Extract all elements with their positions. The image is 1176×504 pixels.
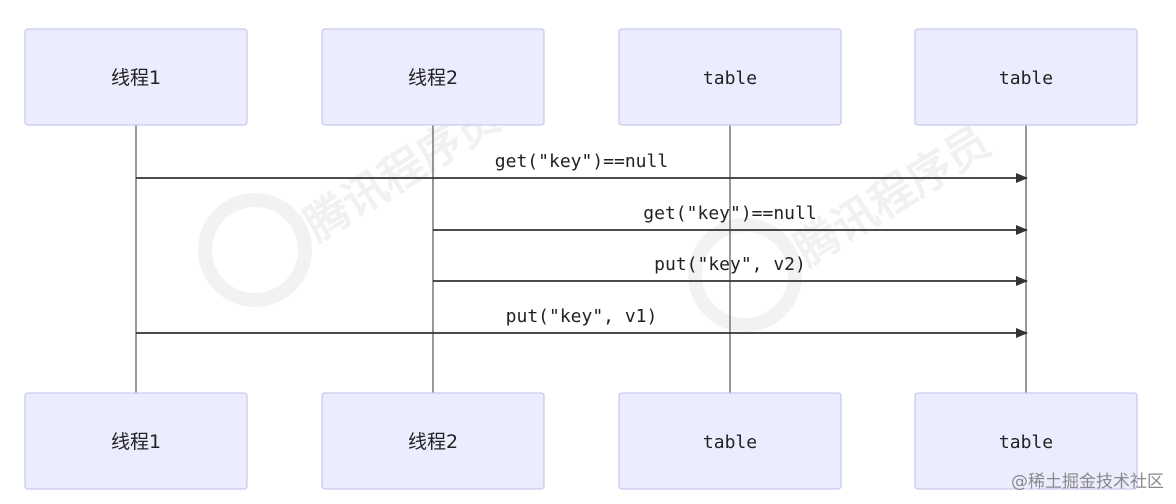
credit-text: @稀土掘金技术社区 [1011, 472, 1164, 492]
actor-bottom-2: 线程2 [321, 392, 545, 490]
message-label: put("key", v2) [654, 254, 806, 275]
actor-box [618, 28, 842, 126]
actor-box [321, 28, 545, 126]
actor-box [914, 28, 1138, 126]
actor-label: 线程2 [408, 431, 458, 453]
actor-label: table [703, 432, 757, 453]
actor-bottom-3: table [618, 392, 842, 490]
actor-label: table [999, 432, 1053, 453]
message-2: get("key")==null [433, 203, 1028, 235]
actor-box [321, 392, 545, 490]
actor-bottom-1: 线程1 [24, 392, 248, 490]
actor-box [24, 392, 248, 490]
message-label: put("key", v1) [506, 306, 658, 327]
watermark-text: 腾讯程序员 [786, 116, 1000, 276]
actor-label: table [703, 68, 757, 89]
message-label: get("key")==null [643, 203, 816, 224]
watermark: 腾讯程序员腾讯程序员 [198, 91, 1000, 332]
actor-label: 线程1 [111, 431, 161, 453]
message-3: put("key", v2) [433, 254, 1028, 286]
actor-box [24, 28, 248, 126]
actor-top-2: 线程2 [321, 28, 545, 126]
actor-top-4: table [914, 28, 1138, 126]
message-1: get("key")==null [136, 151, 1028, 183]
actor-bottom-4: table [914, 392, 1138, 490]
message-4: put("key", v1) [136, 306, 1028, 338]
actor-label: table [999, 68, 1053, 89]
actor-top-3: table [618, 28, 842, 126]
actor-box [618, 392, 842, 490]
actor-label: 线程2 [408, 67, 458, 89]
message-label: get("key")==null [495, 151, 668, 172]
actor-label: 线程1 [111, 67, 161, 89]
actor-top-1: 线程1 [24, 28, 248, 126]
actor-box [914, 392, 1138, 490]
